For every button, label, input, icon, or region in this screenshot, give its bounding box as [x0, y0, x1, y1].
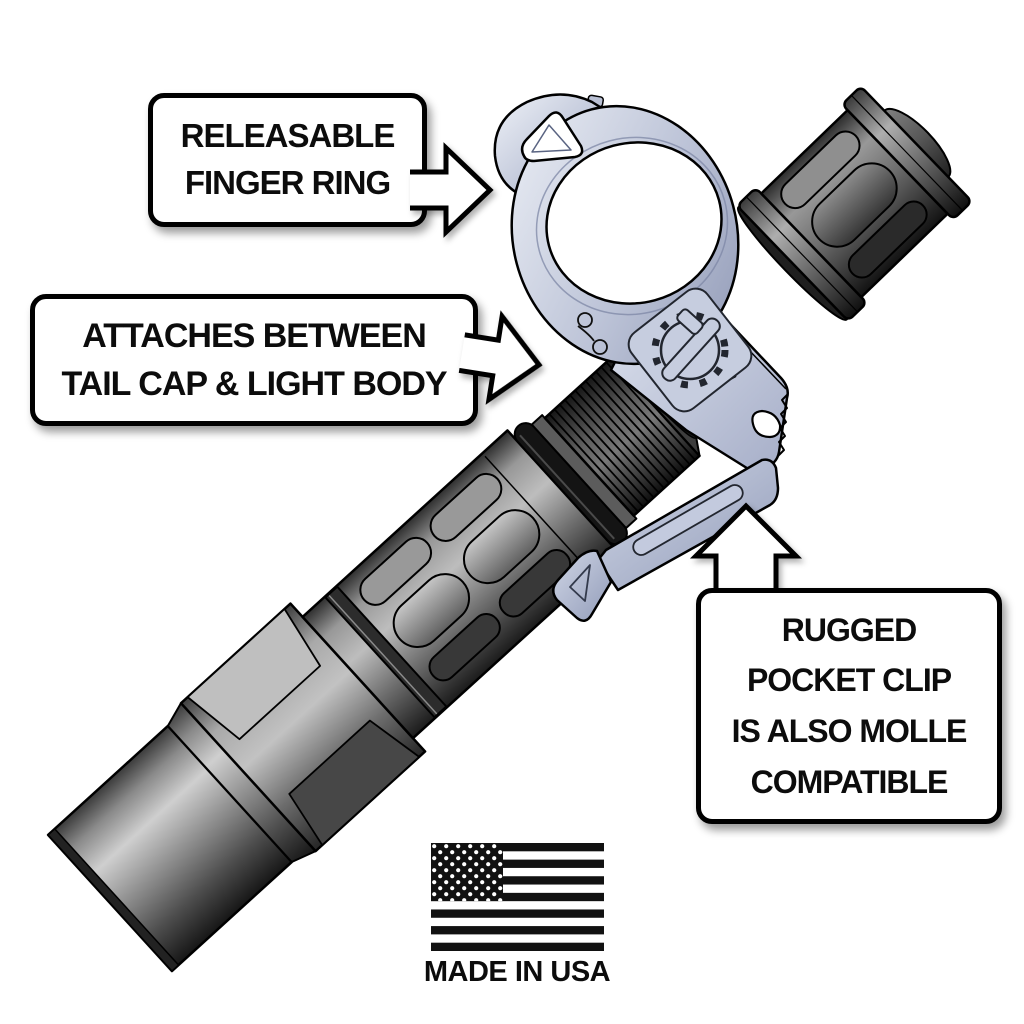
lanyard-hole [751, 409, 782, 439]
callout-pocket-clip-line1: RUGGED [781, 611, 917, 648]
body-groove-ring [324, 585, 448, 719]
clip-blade-groove [632, 484, 744, 556]
callout-finger-ring-line1: RELEASABLE [180, 117, 396, 155]
release-joint [577, 312, 608, 355]
arrow-up-icon [689, 502, 803, 596]
callout-pocket-clip-line4: COMPATIBLE [750, 763, 949, 800]
made-in-usa-badge: MADE IN USA [413, 843, 621, 989]
us-flag-icon [430, 843, 604, 951]
callout-pocket-clip-line3: IS ALSO MOLLE [731, 713, 968, 749]
release-triangle-hole [520, 111, 584, 163]
arrow-right-icon [458, 310, 543, 405]
callout-attachment-line1: ATTACHES BETWEEN [82, 316, 427, 355]
callout-attachment: ATTACHES BETWEEN TAIL CAP & LIGHT BODY [30, 294, 478, 426]
arrow-right-icon [410, 142, 494, 238]
callout-finger-ring: RELEASABLE FINGER RING [148, 93, 427, 227]
callout-pocket-clip-line2: POCKET CLIP [746, 662, 952, 699]
made-in-usa-label: MADE IN USA [423, 956, 611, 988]
tail-cap [736, 87, 971, 321]
callout-pocket-clip: RUGGED POCKET CLIP IS ALSO MOLLE COMPATI… [696, 588, 1002, 824]
gear-logo-icon [627, 287, 753, 413]
callout-finger-ring-line2: FINGER RING [184, 164, 391, 201]
clip-tip-foot [552, 549, 613, 622]
serrated-edge [777, 393, 789, 457]
flashlight-body [46, 356, 701, 973]
finger-ring-hole [545, 141, 723, 305]
callout-attachment-line2: TAIL CAP & LIGHT BODY [61, 365, 447, 403]
finger-ring-clip [493, 93, 789, 622]
grip-cutouts [359, 472, 572, 682]
